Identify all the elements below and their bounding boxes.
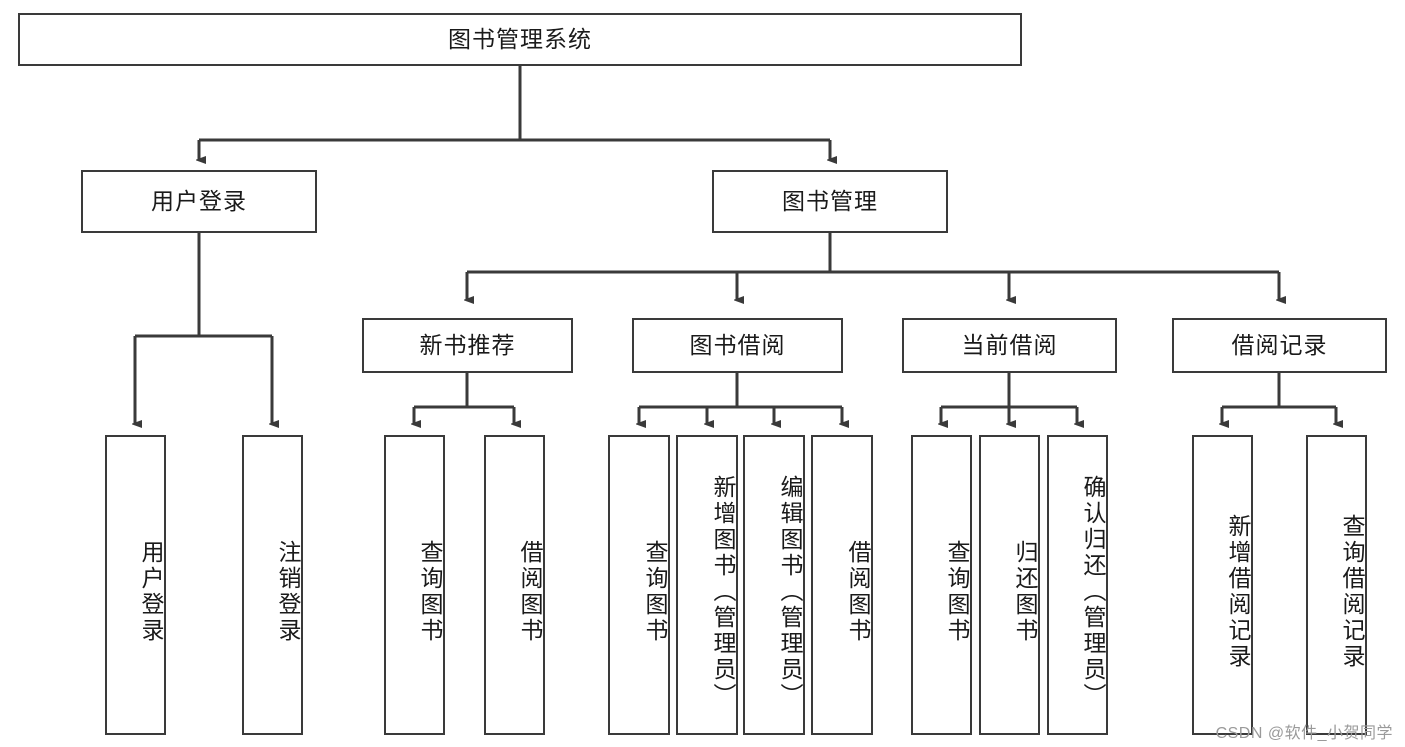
node-current-borrow-label: 当前借阅	[961, 331, 1058, 358]
node-book-borrow-label: 图书借阅	[689, 331, 786, 358]
leaf-borrow-book-recommend[interactable]: 借阅图书	[484, 435, 545, 735]
leaf-return-book-label: 归还图书	[1012, 540, 1038, 644]
leaf-user-login-label: 用户登录	[138, 540, 164, 644]
node-root-label: 图书管理系统	[448, 25, 592, 52]
leaf-query-book-current[interactable]: 查询图书	[911, 435, 972, 735]
csdn-watermark: CSDN @软件_小贺同学	[1215, 725, 1393, 742]
leaf-edit-book-admin-label: 编辑图书（管理员）	[777, 475, 803, 709]
leaf-query-book-borrow-label: 查询图书	[642, 540, 668, 644]
leaf-query-borrow-record-label: 查询借阅记录	[1339, 514, 1365, 670]
node-book-management-label: 图书管理	[782, 187, 878, 214]
node-current-borrow[interactable]: 当前借阅	[902, 318, 1117, 373]
leaf-edit-book-admin[interactable]: 编辑图书（管理员）	[743, 435, 805, 735]
node-user-login[interactable]: 用户登录	[81, 170, 317, 233]
leaf-logout-label: 注销登录	[275, 540, 301, 644]
leaf-borrow-book-label: 借阅图书	[845, 540, 871, 644]
node-root[interactable]: 图书管理系统	[18, 13, 1022, 66]
leaf-add-book-admin[interactable]: 新增图书（管理员）	[676, 435, 738, 735]
leaf-confirm-return-admin[interactable]: 确认归还（管理员）	[1047, 435, 1108, 735]
leaf-add-borrow-record-label: 新增借阅记录	[1225, 514, 1251, 670]
node-new-book-recommend-label: 新书推荐	[419, 331, 516, 358]
leaf-confirm-return-admin-label: 确认归还（管理员）	[1080, 475, 1106, 709]
node-borrow-records[interactable]: 借阅记录	[1172, 318, 1387, 373]
leaf-user-login[interactable]: 用户登录	[105, 435, 166, 735]
leaf-add-book-admin-label: 新增图书（管理员）	[710, 475, 736, 709]
leaf-query-book-borrow[interactable]: 查询图书	[608, 435, 670, 735]
leaf-return-book[interactable]: 归还图书	[979, 435, 1040, 735]
leaf-borrow-book[interactable]: 借阅图书	[811, 435, 873, 735]
node-user-login-label: 用户登录	[151, 187, 247, 214]
leaf-query-book-current-label: 查询图书	[944, 540, 970, 644]
node-new-book-recommend[interactable]: 新书推荐	[362, 318, 573, 373]
node-book-management[interactable]: 图书管理	[712, 170, 948, 233]
leaf-query-borrow-record[interactable]: 查询借阅记录	[1306, 435, 1367, 735]
leaf-query-book-recommend[interactable]: 查询图书	[384, 435, 445, 735]
node-book-borrow[interactable]: 图书借阅	[632, 318, 843, 373]
leaf-logout[interactable]: 注销登录	[242, 435, 303, 735]
leaf-add-borrow-record[interactable]: 新增借阅记录	[1192, 435, 1253, 735]
node-borrow-records-label: 借阅记录	[1231, 331, 1328, 358]
leaf-query-book-recommend-label: 查询图书	[417, 540, 443, 644]
leaf-borrow-book-recommend-label: 借阅图书	[517, 540, 543, 644]
